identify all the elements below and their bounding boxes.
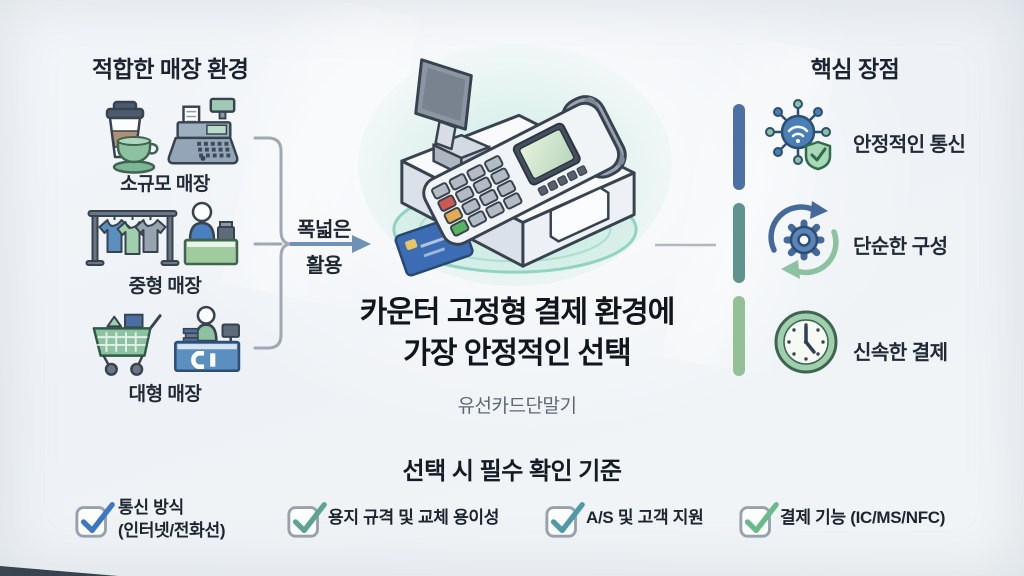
coffee-cup-icon [105,100,159,174]
checkbox-checked-icon [545,502,585,538]
benefit-label: 안정적인 통신 [853,134,966,156]
connector-label-top: 폭넓은 [297,219,351,241]
checkbox-checked-icon [287,502,327,538]
shopping-cart-icon [92,313,162,376]
wired-card-terminal-illustration [358,43,672,287]
clothing-rack-icon [85,210,180,266]
branch-bracket [253,136,291,350]
cash-register-icon [167,97,239,165]
center-headline-line2: 가장 안정적인 선택 [403,337,631,370]
center-headline: 카운터 고정형 결제 환경에 가장 안정적인 선택 [307,292,727,374]
staff-counter-icon [183,201,239,266]
right-panel-title: 핵심 장점 [810,56,900,82]
checklist-label: A/S 및 고객 지원 [586,508,704,527]
store-item-label: 소규모 매장 [120,174,210,195]
benefit-bar [733,296,745,376]
gear-sync-icon [768,201,839,279]
store-item-label: 중형 매장 [128,276,202,297]
center-headline-line1: 카운터 고정형 결제 환경에 [359,296,676,329]
checkout-counter-icon [174,305,241,373]
clock-icon [774,310,838,374]
store-item-label: 대형 매장 [128,384,202,405]
checkbox-checked-icon [739,502,779,538]
product-name: 유선카드단말기 [457,396,577,417]
checklist-label: 용지 규격 및 교체 용이성 [328,508,500,527]
left-panel-title: 적합한 매장 환경 [92,56,249,82]
corner-shadow [0,566,118,576]
benefit-label: 신속한 결제 [853,342,948,364]
benefit-bar [733,203,745,283]
benefit-label: 단순한 구성 [853,236,948,258]
checklist-label: 결제 기능 (IC/MS/NFC) [780,508,946,527]
network-shield-icon [765,99,832,171]
checklist-title: 선택 시 필수 확인 기준 [402,458,622,485]
benefit-bar [733,104,745,190]
checkbox-checked-icon [75,502,115,538]
connector-label-bottom: 활용 [306,255,342,277]
checklist-label: 통신 방식 (인터넷/전화선) [118,498,226,540]
